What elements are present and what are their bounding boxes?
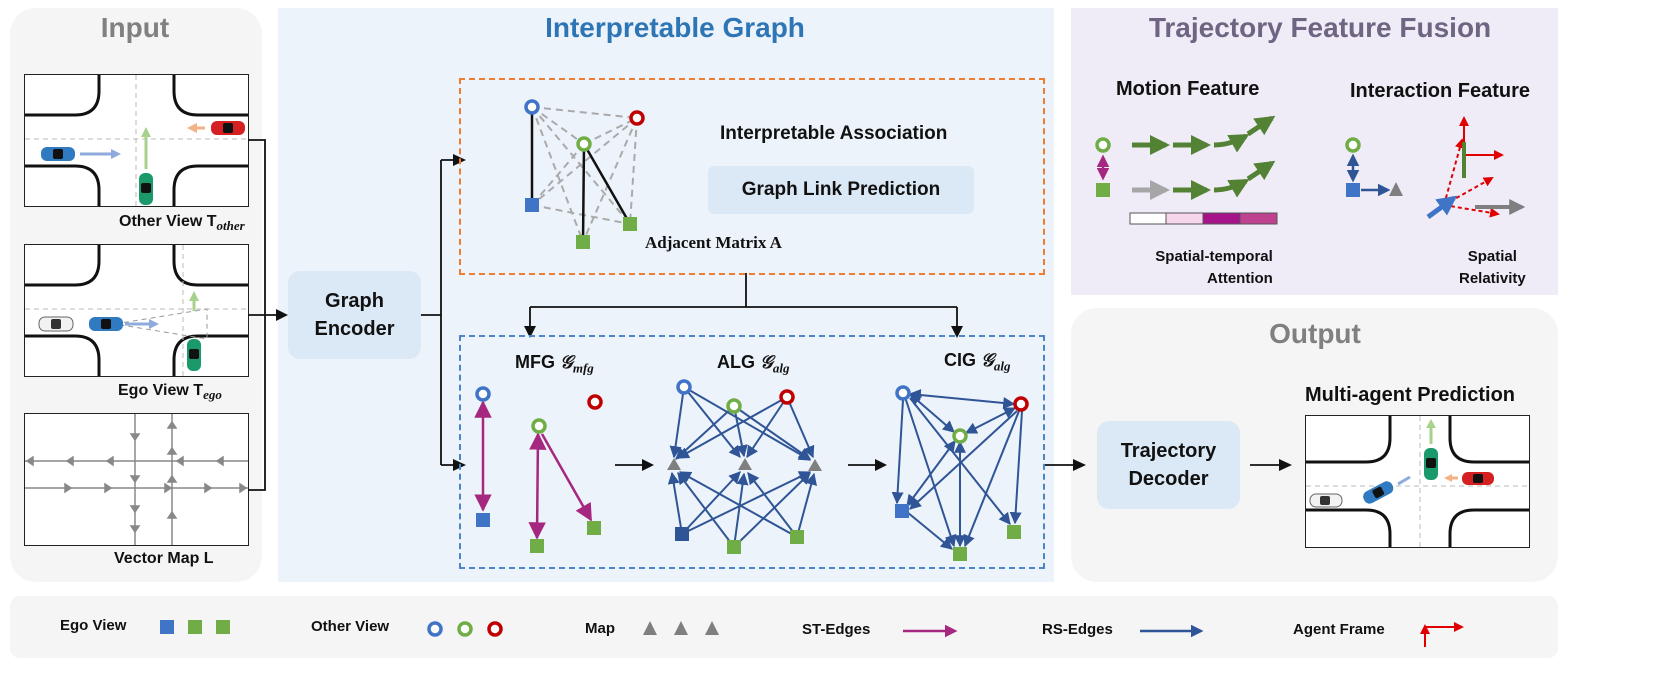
association-box [459, 78, 1045, 275]
association-title: Interpretable Association [720, 123, 948, 144]
vector-map-caption: Vector Map L [114, 550, 214, 567]
vector-map-image [24, 413, 249, 546]
interpretable-graph-title: Interpretable Graph [545, 12, 805, 43]
adjacent-matrix-label: Adjacent Matrix A [645, 233, 782, 252]
legend-ego-view: Ego View [60, 617, 127, 634]
prediction-title: Multi-agent Prediction [1305, 384, 1515, 406]
legend-panel [10, 596, 1558, 658]
legend-map: Map [585, 620, 615, 637]
legend-other-view: Other View [311, 618, 390, 635]
legend-rs-edges: RS-Edges [1042, 621, 1113, 638]
ego-view-caption: Ego View Tego [118, 382, 222, 403]
legend-st-edges: ST-Edges [802, 621, 871, 638]
graph-link-prediction-box: Graph Link Prediction [708, 166, 974, 214]
other-view-caption: Other View Tother [119, 213, 245, 234]
interaction-feature-title: Interaction Feature [1350, 80, 1531, 102]
motion-feature-title: Motion Feature [1116, 78, 1260, 100]
cig-label: CIG 𝒢alg [944, 350, 1011, 374]
other-view-image [24, 74, 249, 207]
alg-label: ALG 𝒢alg [717, 352, 790, 376]
legend-agent-frame: Agent Frame [1293, 621, 1385, 638]
mfg-label: MFG 𝒢mfg [515, 352, 594, 376]
fusion-title: Trajectory Feature Fusion [1148, 12, 1492, 43]
prediction-image [1305, 415, 1530, 548]
output-title: Output [1269, 318, 1361, 349]
input-title: Input [100, 12, 170, 43]
graph-types-box [459, 335, 1045, 569]
ego-view-image [24, 244, 249, 377]
